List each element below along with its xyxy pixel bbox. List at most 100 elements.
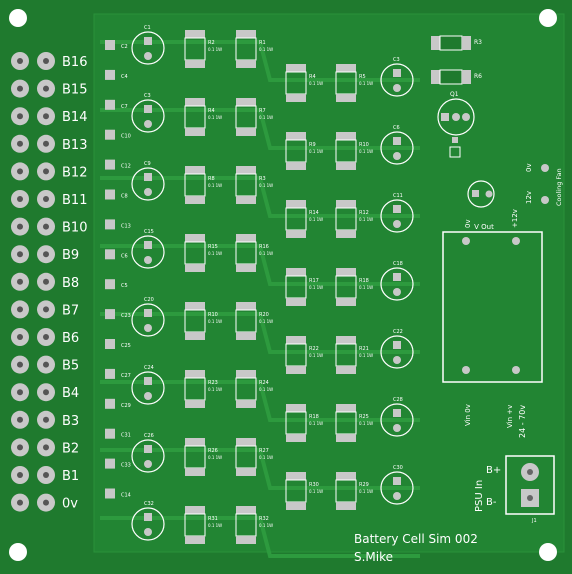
- small-cap-pad: [105, 309, 115, 320]
- res-label: R22: [309, 346, 319, 352]
- drill: [43, 416, 49, 423]
- trace-layer: [100, 40, 420, 558]
- cap-c9: [449, 137, 461, 158]
- label-r6: R6: [474, 73, 482, 80]
- in-neg-label: Vin 0v: [464, 404, 472, 426]
- res-label: R30: [309, 482, 319, 488]
- mounting-holes: [9, 9, 557, 561]
- resistor: R80.1 1W: [184, 166, 222, 204]
- board-author: S.Mike: [354, 550, 393, 564]
- trace: [100, 40, 420, 82]
- out-label: V Out: [474, 223, 494, 231]
- res-value: 0.1 1W: [309, 81, 323, 86]
- big-cap: C22: [380, 329, 414, 369]
- drill: [17, 140, 23, 147]
- drill: [17, 444, 23, 451]
- resistor: R40.1 1W: [285, 64, 323, 102]
- res-value: 0.1 1W: [259, 251, 273, 256]
- big-cap: C11: [380, 193, 414, 233]
- trace: [100, 516, 420, 558]
- res-value: 0.1 1W: [259, 455, 273, 460]
- drill: [17, 472, 23, 478]
- small-cap-label: C2: [121, 44, 128, 50]
- res-label: R32: [259, 516, 269, 522]
- cell-label: 0v: [62, 497, 78, 512]
- small-cap-label: C12: [121, 164, 131, 170]
- drill: [43, 306, 49, 313]
- drill: [43, 168, 49, 175]
- small-cap-label: C7: [121, 104, 128, 110]
- board-title: Battery Cell Sim 002: [354, 532, 478, 546]
- drill: [43, 251, 49, 258]
- cell-label: B16: [62, 55, 87, 70]
- small-cap-pad: [105, 488, 115, 499]
- res-label: R8: [208, 176, 215, 182]
- drill: [43, 278, 49, 285]
- res-value: 0.1 1W: [359, 285, 373, 290]
- mounting-hole: [539, 543, 557, 561]
- res-value: 0.1 1W: [208, 251, 222, 256]
- mounting-hole: [9, 9, 27, 27]
- cap-label: C11: [393, 193, 403, 199]
- drill: [43, 499, 49, 506]
- drill: [43, 113, 49, 120]
- res-value: 0.1 1W: [309, 421, 323, 426]
- resistor-r3: R3: [431, 35, 482, 51]
- drill: [43, 140, 49, 147]
- small-cap-pad: [105, 219, 115, 230]
- drill: [17, 278, 23, 285]
- mounting-hole: [9, 543, 27, 561]
- cell-label: B2: [62, 441, 79, 456]
- output-cap: [467, 180, 495, 208]
- res-value: 0.1 1W: [208, 47, 222, 52]
- cell-label: B12: [62, 165, 87, 180]
- res-value: 0.1 1W: [359, 81, 373, 86]
- small-cap-label: C25: [121, 343, 131, 349]
- res-value: 0.1 1W: [208, 523, 222, 528]
- cell-label: B11: [62, 193, 87, 208]
- res-label: R4: [208, 108, 215, 114]
- res-label: R5: [359, 74, 366, 80]
- res-label: R16: [259, 244, 269, 250]
- trace: [100, 176, 420, 218]
- small-cap-pad: [105, 398, 115, 409]
- big-cap: C18: [380, 261, 414, 301]
- out-pos-label: +12v: [511, 209, 519, 228]
- drill: [17, 58, 23, 64]
- res-value: 0.1 1W: [359, 149, 373, 154]
- small-cap-label: C23: [121, 313, 131, 319]
- trace: [100, 448, 420, 490]
- drill: [43, 472, 49, 478]
- small-cap-pad: [105, 69, 115, 80]
- drill: [17, 389, 23, 396]
- cap-label: C28: [393, 397, 403, 403]
- res-value: 0.1 1W: [259, 183, 273, 188]
- drill: [43, 58, 49, 64]
- cell-label: B3: [62, 414, 79, 429]
- small-cap-label: C31: [121, 433, 131, 439]
- res-label: R21: [359, 346, 369, 352]
- res-label: R18: [309, 414, 319, 420]
- cell-label: B15: [62, 83, 87, 98]
- cell-label: B9: [62, 248, 79, 263]
- drill: [17, 416, 23, 423]
- cap-label: C9: [144, 161, 151, 167]
- resistor: R50.1 1W: [335, 64, 373, 102]
- small-cap-label: C13: [121, 223, 131, 229]
- cell-label: B6: [62, 331, 79, 346]
- fan-12v-label: 12v: [525, 191, 533, 204]
- res-value: 0.1 1W: [259, 115, 273, 120]
- cap-label: C18: [393, 261, 403, 267]
- small-cap-label: C10: [121, 134, 131, 140]
- res-label: R12: [359, 210, 369, 216]
- res-value: 0.1 1W: [359, 489, 373, 494]
